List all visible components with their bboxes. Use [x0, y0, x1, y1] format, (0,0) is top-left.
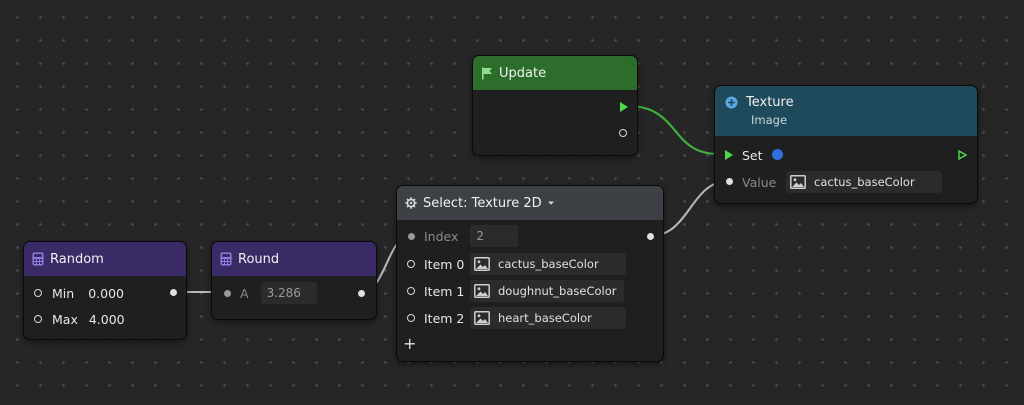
random-node-header[interactable]: Random [24, 242, 186, 276]
select-item1-port[interactable] [407, 287, 415, 295]
calculator-icon [220, 252, 232, 266]
select-node-title: Select: Texture 2D [423, 195, 542, 211]
texture-set-toggle[interactable] [772, 149, 783, 160]
update-secondary-output-port[interactable] [619, 129, 627, 137]
select-index-port[interactable] [408, 233, 415, 240]
texture-set-flow-input-port[interactable] [725, 150, 733, 160]
texture-node-title: Texture [746, 95, 794, 110]
select-item1-texture-name: doughnut_baseColor [498, 284, 617, 298]
image-icon [474, 311, 490, 325]
select-index-field[interactable]: 2 [470, 225, 519, 247]
texture-flow-output-port[interactable] [958, 150, 967, 160]
random-node-title: Random [50, 251, 104, 267]
select-item1-label: Item 1 [424, 283, 465, 299]
update-node-header[interactable]: Update [473, 56, 637, 90]
random-max-port[interactable] [34, 315, 42, 323]
round-a-port[interactable] [224, 290, 231, 297]
random-node[interactable]: Random Min 0.000 Max 4.000 [23, 241, 187, 340]
round-a-label: A [240, 285, 249, 301]
gear-icon [405, 197, 417, 209]
texture-node-header[interactable]: Texture Image [715, 86, 977, 136]
round-node-header[interactable]: Round [212, 242, 376, 276]
round-node-title: Round [238, 251, 280, 267]
texture-value-name: cactus_baseColor [814, 175, 915, 189]
random-min-value[interactable]: 0.000 [88, 285, 124, 301]
select-item2-texture-name: heart_baseColor [498, 311, 592, 325]
texture-value-port[interactable] [726, 178, 733, 185]
select-item2-label: Item 2 [424, 310, 465, 326]
update-node[interactable]: Update [472, 55, 638, 156]
update-flow-output-port[interactable] [620, 102, 628, 112]
texture-set-label: Set [742, 147, 763, 163]
select-index-label: Index [424, 228, 459, 244]
update-node-title: Update [499, 65, 547, 81]
select-item1-texture-field[interactable]: doughnut_baseColor [470, 280, 624, 302]
random-output-port[interactable] [170, 289, 177, 296]
select-item0-texture-name: cactus_baseColor [498, 257, 599, 271]
random-max-label: Max [52, 311, 78, 327]
select-node-header[interactable]: Select: Texture 2D [397, 186, 663, 220]
image-icon [790, 175, 806, 189]
select-item0-label: Item 0 [424, 256, 465, 272]
select-output-port[interactable] [647, 233, 654, 240]
select-item2-port[interactable] [407, 314, 415, 322]
random-max-value[interactable]: 4.000 [88, 311, 125, 327]
round-output-port[interactable] [358, 290, 365, 297]
add-item-button[interactable]: + [403, 334, 417, 353]
calculator-icon [32, 252, 44, 266]
select-item2-texture-field[interactable]: heart_baseColor [470, 307, 626, 329]
wire-update-to-texture-set [627, 104, 719, 156]
texture-node[interactable]: Texture Image Set Value cactus_baseColor [714, 85, 978, 204]
caret-down-icon[interactable] [547, 200, 555, 206]
texture-value-label: Value [742, 174, 777, 190]
select-texture-node[interactable]: Select: Texture 2D Index 2 Item 0 cactus… [396, 185, 664, 362]
random-min-label: Min [52, 285, 75, 301]
texture-node-subtitle: Image [751, 113, 788, 127]
round-a-field[interactable]: 3.286 [260, 282, 317, 304]
plus-circle-icon [725, 96, 738, 109]
select-item0-port[interactable] [407, 260, 415, 268]
random-min-port[interactable] [34, 289, 42, 297]
select-item0-texture-field[interactable]: cactus_baseColor [470, 253, 626, 275]
round-node[interactable]: Round A 3.286 [211, 241, 377, 320]
image-icon [474, 284, 490, 298]
flag-icon [482, 67, 492, 79]
image-icon [474, 257, 490, 271]
texture-value-field[interactable]: cactus_baseColor [786, 171, 942, 193]
